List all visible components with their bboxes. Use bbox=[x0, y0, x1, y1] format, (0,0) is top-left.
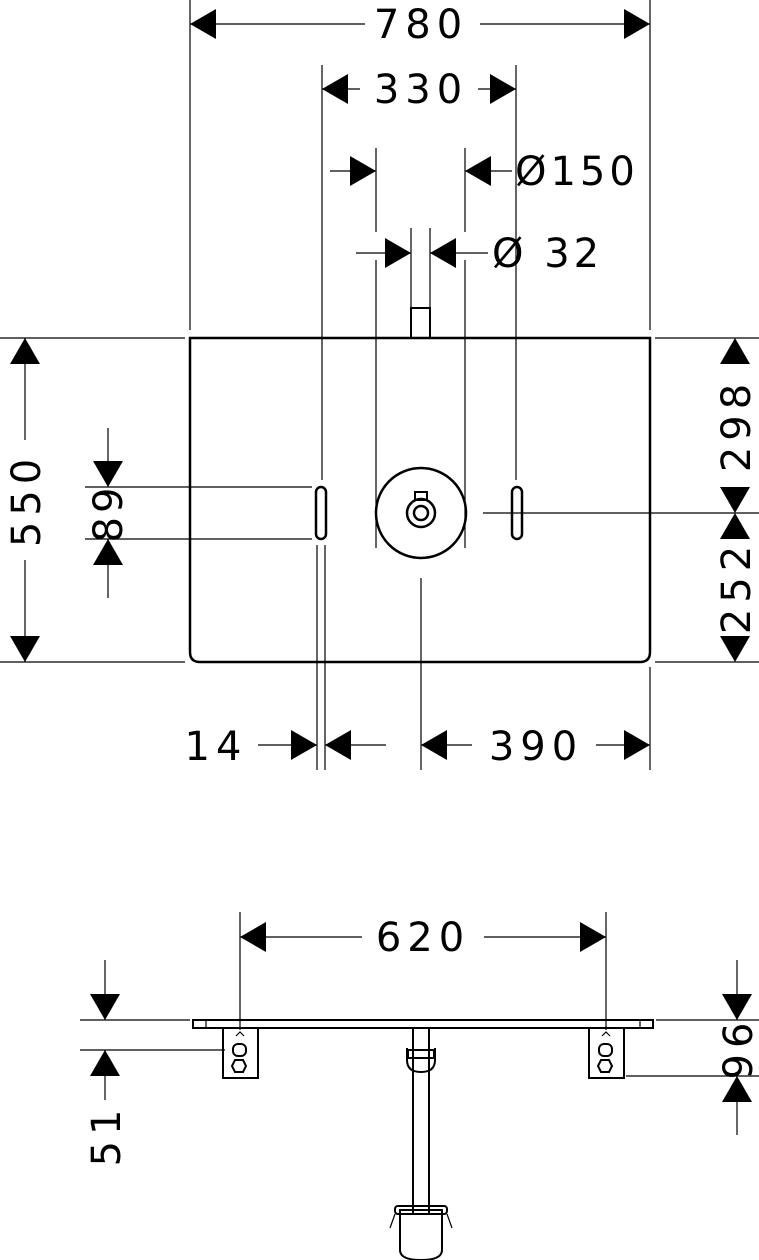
dimension-labels: 780 330 Ø150 Ø 32 550 89 298 252 14 390 … bbox=[4, 2, 759, 1166]
waste-pipe-stub bbox=[410, 307, 431, 339]
left-slot bbox=[314, 485, 328, 541]
dim-550: 550 bbox=[4, 453, 50, 547]
dim-298: 298 bbox=[714, 378, 759, 472]
dim-390: 390 bbox=[489, 724, 583, 770]
plan-view bbox=[188, 307, 652, 664]
front-extension-lines bbox=[80, 912, 759, 1077]
dim-620: 620 bbox=[376, 915, 470, 961]
extension-lines bbox=[0, 0, 759, 770]
dim-89: 89 bbox=[86, 484, 132, 543]
dim-150: Ø150 bbox=[515, 149, 639, 195]
dim-780: 780 bbox=[374, 2, 468, 48]
front-dimension-arrows bbox=[90, 922, 752, 1135]
drain-tab bbox=[414, 491, 428, 501]
outlet-circle bbox=[374, 466, 468, 560]
dim-32: Ø 32 bbox=[492, 231, 603, 277]
drain-ring-inner bbox=[412, 504, 430, 522]
dim-51: 51 bbox=[84, 1104, 130, 1167]
waste-trap bbox=[389, 1028, 453, 1260]
basin-outline bbox=[188, 336, 652, 664]
dim-252: 252 bbox=[714, 540, 759, 634]
dim-96: 96 bbox=[716, 1017, 759, 1080]
dimension-arrows bbox=[10, 9, 750, 760]
basin-slab bbox=[192, 1019, 654, 1029]
dim-330: 330 bbox=[374, 67, 468, 113]
front-view bbox=[192, 1019, 654, 1260]
dim-14: 14 bbox=[185, 724, 248, 770]
drain-ring-outer bbox=[405, 497, 437, 529]
right-bracket bbox=[588, 1027, 625, 1079]
left-bracket bbox=[222, 1027, 259, 1079]
